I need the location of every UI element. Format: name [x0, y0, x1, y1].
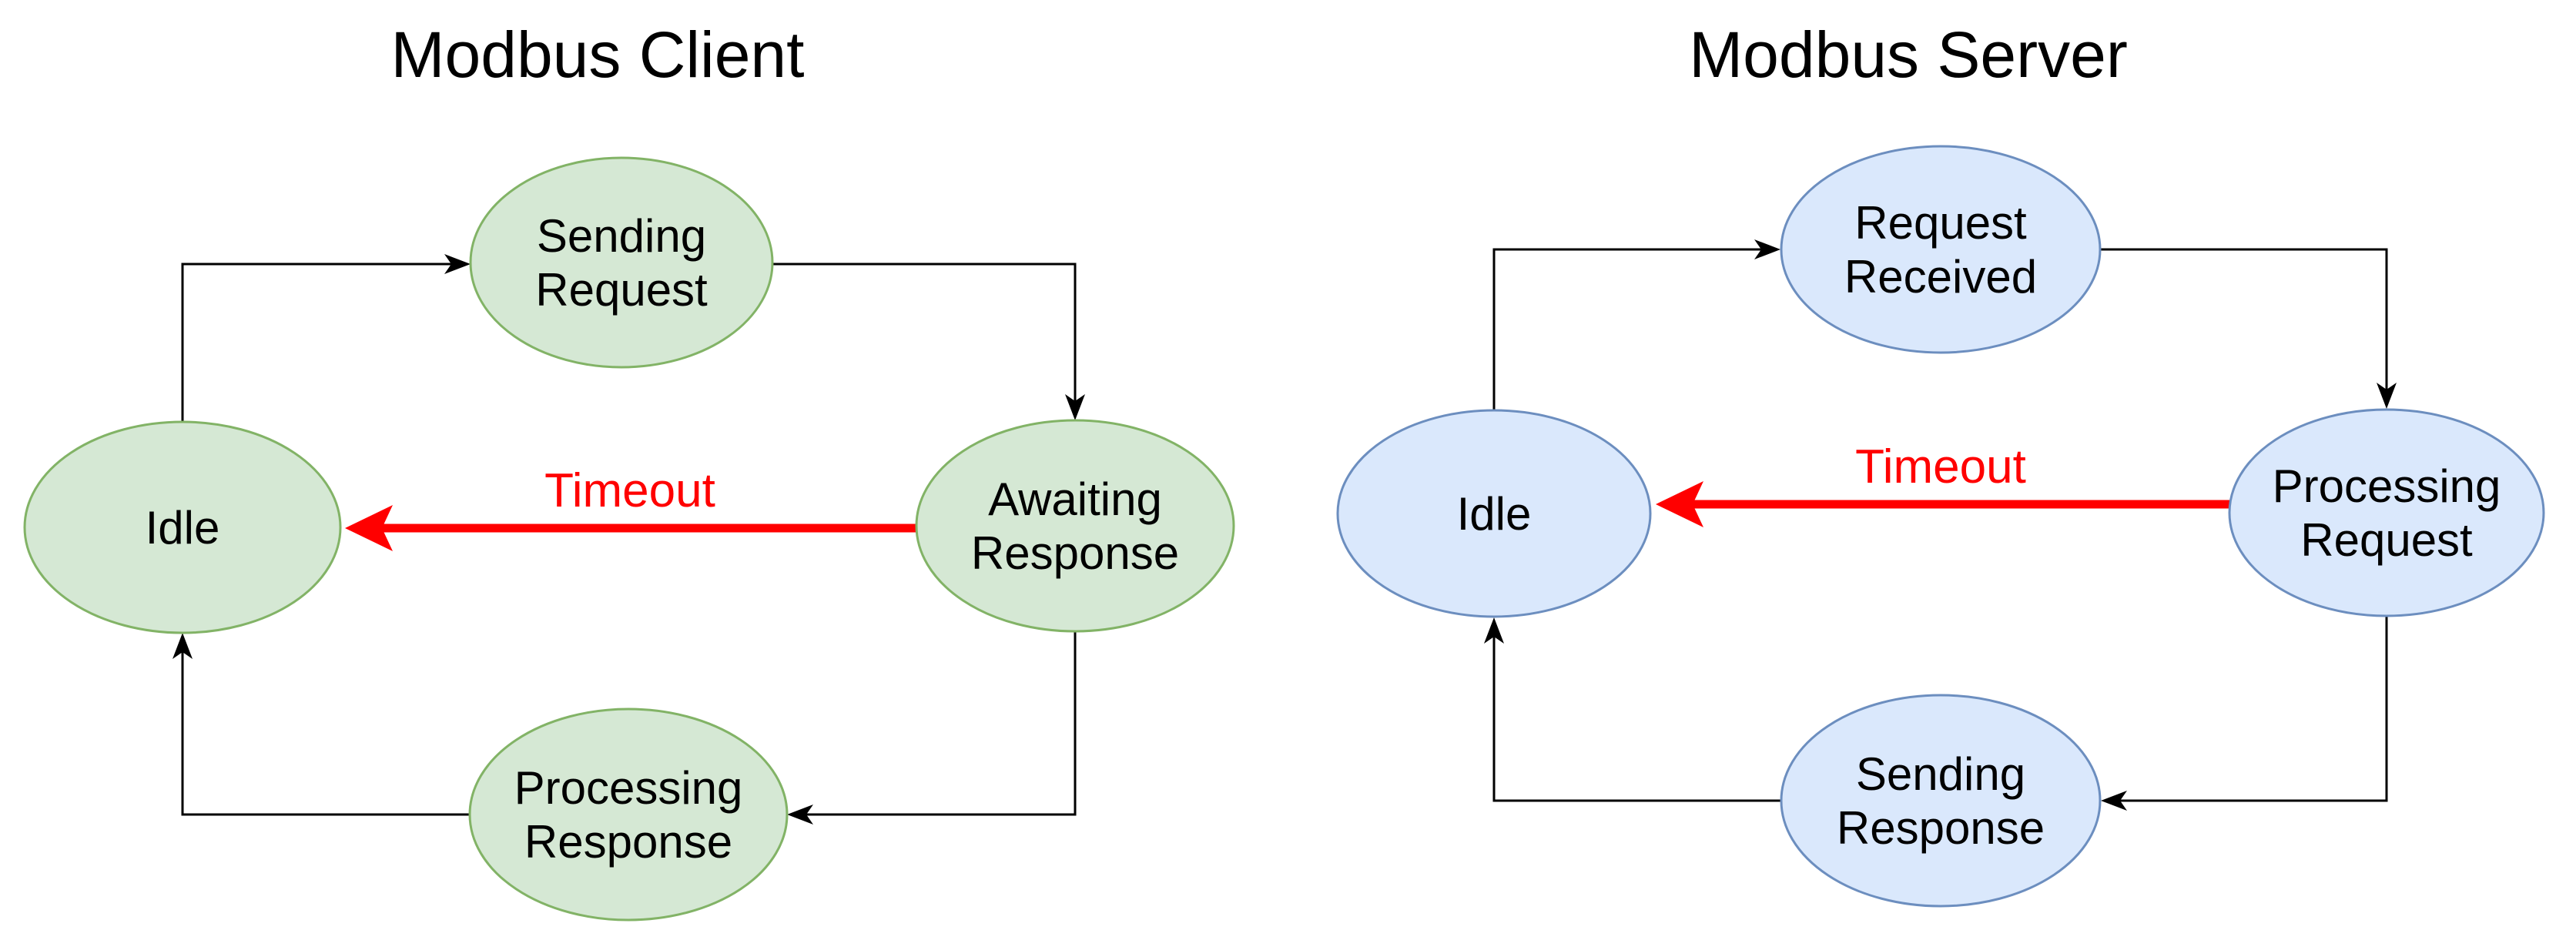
awaiting-response-label-line-2: Response [971, 527, 1179, 579]
modbus-client-timeout-label: Timeout [544, 464, 715, 517]
request-received-ellipse [1780, 145, 2102, 354]
sending-request-label-line-2: Request [535, 264, 708, 316]
transition-sending-request-to-awaiting-response-arrowhead [1065, 394, 1085, 420]
modbus-server-timeout-label: Timeout [1855, 440, 2026, 493]
sending-request-ellipse [469, 156, 774, 369]
modbus-client-timeout-arrowhead [345, 505, 393, 551]
transition-idle-to-request-received-line [1492, 248, 1761, 411]
transition-idle-to-sending-request-line [181, 263, 451, 423]
transition-sending-response-to-idle-line [1492, 637, 1781, 802]
transition-awaiting-response-to-processing-response-line [806, 631, 1077, 816]
processing-response-ellipse [468, 708, 789, 922]
processing-request-label-line-2: Request [2300, 514, 2473, 566]
request-received-label-line-2: Received [1844, 251, 2037, 303]
transition-processing-response-to-idle-line [181, 652, 470, 816]
transition-idle-to-sending-request-arrowhead [444, 254, 471, 274]
idle-label-line-1: Idle [146, 502, 220, 554]
transition-sending-request-to-awaiting-response-line [772, 263, 1077, 401]
sending-request-label-line-1: Sending [537, 210, 706, 262]
transition-request-received-to-processing-request-line [2100, 248, 2388, 390]
request-received-label-line-1: Request [1854, 197, 2027, 249]
transition-request-received-to-processing-request-arrowhead [2377, 383, 2397, 409]
modbus-server-title: Modbus Server [1689, 18, 2128, 91]
sending-response-label-line-1: Sending [1856, 748, 2025, 800]
processing-response-label-line-2: Response [524, 816, 732, 868]
transition-processing-response-to-idle-arrowhead [173, 633, 193, 659]
idle-ellipse [23, 420, 342, 634]
idle-ellipse [1336, 409, 1652, 618]
sending-response-label-line-2: Response [1837, 802, 2045, 854]
processing-response-label-line-1: Processing [514, 762, 743, 814]
transition-processing-request-to-sending-response-line [2120, 616, 2388, 802]
sending-response-ellipse [1780, 694, 2102, 908]
modbus-client-state-idle: Idle [23, 420, 342, 634]
transition-processing-request-to-sending-response-arrowhead [2101, 791, 2127, 811]
transition-sending-response-to-idle-arrowhead [1484, 617, 1504, 644]
idle-label-line-1: Idle [1457, 488, 1532, 540]
modbus-client-title: Modbus Client [391, 18, 805, 91]
modbus-server-diagram: Modbus ServerTimeoutIdleRequestReceivedP… [1336, 18, 2545, 908]
processing-request-label-line-1: Processing [2273, 460, 2501, 512]
modbus-server-timeout-arrowhead [1656, 481, 1703, 527]
transition-awaiting-response-to-processing-response-arrowhead [787, 805, 813, 825]
awaiting-response-label-line-1: Awaiting [988, 473, 1162, 525]
processing-request-ellipse [2228, 408, 2545, 617]
modbus-server-state-idle: Idle [1336, 409, 1652, 618]
awaiting-response-ellipse [915, 419, 1235, 633]
transition-idle-to-request-received-arrowhead [1754, 239, 1780, 259]
